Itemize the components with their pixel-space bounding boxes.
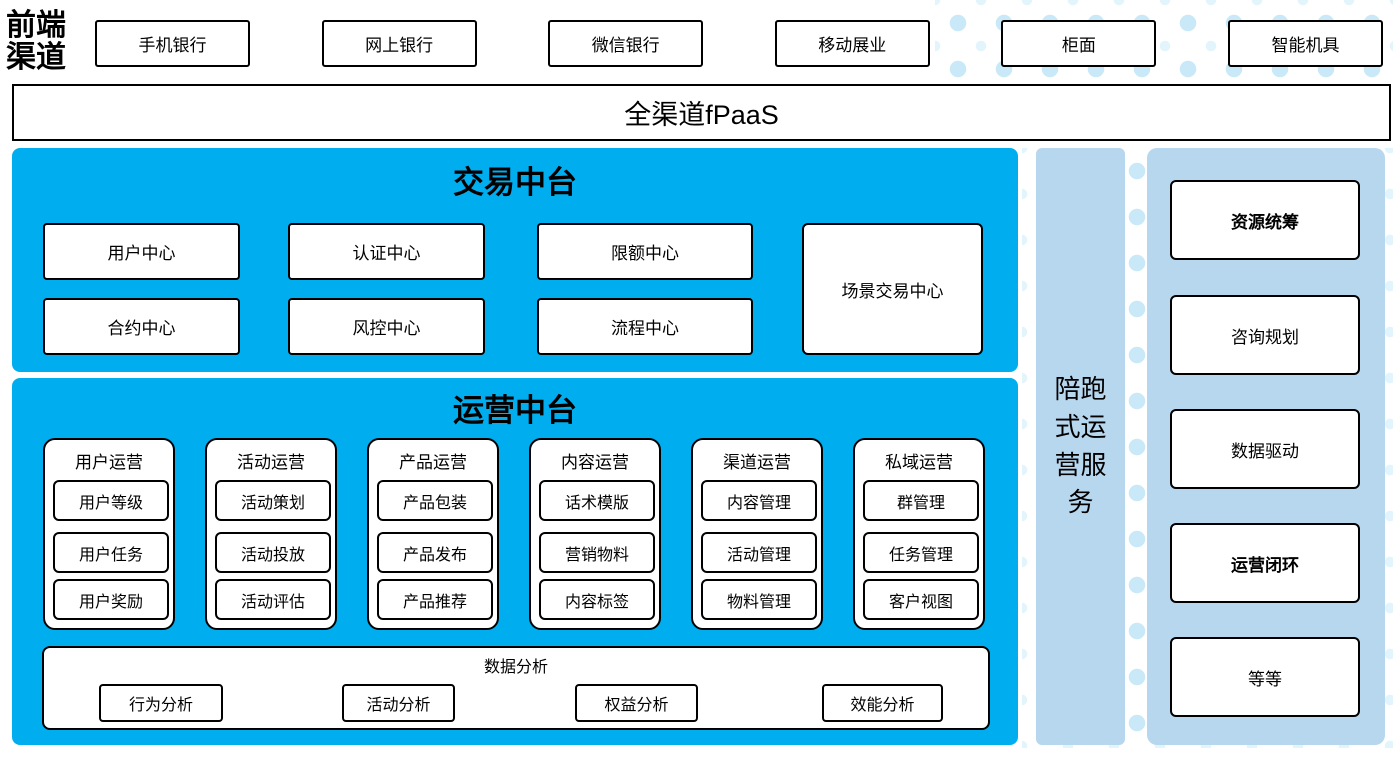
analysis-item-efficiency: 效能分析 (822, 684, 943, 722)
operation-column-product: 产品运营 产品包装 产品发布 产品推荐 (367, 438, 499, 630)
column-item: 产品发布 (377, 532, 493, 573)
transaction-platform-section: 交易中台 用户中心 认证中心 限额中心 合约中心 风控中心 流程中心 场景交易中… (12, 148, 1018, 372)
fpaas-bar: 全渠道fPaaS (12, 84, 1391, 141)
operation-platform-title: 运营中台 (453, 393, 577, 429)
channel-row: 手机银行 网上银行 微信银行 移动展业 柜面 智能机具 (95, 20, 1383, 67)
services-panel: 资源统筹 咨询规划 数据驱动 运营闭环 等等 (1147, 148, 1385, 745)
companion-service-bar: 陪跑 式运 营服 务 (1036, 148, 1125, 745)
column-header: 私域运营 (885, 453, 953, 472)
column-item: 活动管理 (701, 532, 817, 573)
column-item: 客户视图 (863, 579, 979, 620)
operation-column-channel: 渠道运营 内容管理 活动管理 物料管理 (691, 438, 823, 630)
column-header: 渠道运营 (723, 453, 791, 472)
frontend-channels-label: 前端 渠道 (6, 8, 66, 75)
column-item: 产品包装 (377, 480, 493, 521)
column-header: 用户运营 (75, 453, 143, 472)
analysis-item-behavior: 行为分析 (99, 684, 223, 722)
operation-column-private-domain: 私域运营 群管理 任务管理 客户视图 (853, 438, 985, 630)
analysis-item-rights: 权益分析 (575, 684, 698, 722)
column-header: 内容运营 (561, 453, 629, 472)
center-box-user: 用户中心 (43, 223, 240, 280)
center-box-process: 流程中心 (537, 298, 753, 355)
operation-platform-section: 运营中台 用户运营 用户等级 用户任务 用户奖励 活动运营 活动策划 活动投放 … (12, 378, 1018, 745)
channel-box-mobile-marketing: 移动展业 (774, 20, 930, 67)
column-item: 内容标签 (539, 579, 655, 620)
service-box-resource-planning: 资源统筹 (1170, 180, 1360, 260)
data-analysis-panel: 数据分析 行为分析 活动分析 权益分析 效能分析 (42, 646, 990, 730)
column-item: 活动评估 (215, 579, 331, 620)
service-box-operation-loop: 运营闭环 (1170, 523, 1360, 603)
column-item: 群管理 (863, 480, 979, 521)
column-item: 活动投放 (215, 532, 331, 573)
transaction-platform-title: 交易中台 (453, 165, 577, 201)
column-item: 物料管理 (701, 579, 817, 620)
column-item: 话术模版 (539, 480, 655, 521)
column-item: 活动策划 (215, 480, 331, 521)
companion-service-label: 陪跑 式运 营服 务 (1054, 374, 1107, 518)
center-box-auth: 认证中心 (288, 223, 485, 280)
column-item: 内容管理 (701, 480, 817, 521)
channel-box-smart-devices: 智能机具 (1227, 20, 1383, 67)
channel-box-mobile-banking: 手机银行 (95, 20, 250, 67)
center-box-limit: 限额中心 (537, 223, 753, 280)
scene-transaction-center-box: 场景交易中心 (802, 223, 983, 355)
column-header: 产品运营 (399, 453, 467, 472)
center-box-contract: 合约中心 (43, 298, 240, 355)
analysis-item-activity: 活动分析 (342, 684, 455, 722)
column-item: 任务管理 (863, 532, 979, 573)
channel-box-online-banking: 网上银行 (321, 20, 477, 67)
service-box-data-driven: 数据驱动 (1170, 409, 1360, 489)
service-box-consulting: 咨询规划 (1170, 295, 1360, 375)
service-box-etc: 等等 (1170, 637, 1360, 717)
column-item: 用户等级 (53, 480, 169, 521)
column-header: 活动运营 (237, 453, 305, 472)
center-box-risk: 风控中心 (288, 298, 485, 355)
operation-column-user: 用户运营 用户等级 用户任务 用户奖励 (43, 438, 175, 630)
column-item: 用户奖励 (53, 579, 169, 620)
channel-box-wechat-banking: 微信银行 (548, 20, 704, 67)
data-analysis-title: 数据分析 (483, 659, 548, 676)
column-item: 产品推荐 (377, 579, 493, 620)
operation-column-content: 内容运营 话术模版 营销物料 内容标签 (529, 438, 661, 630)
column-item: 营销物料 (539, 532, 655, 573)
channel-box-counter: 柜面 (1001, 20, 1157, 67)
operation-column-activity: 活动运营 活动策划 活动投放 活动评估 (205, 438, 337, 630)
column-item: 用户任务 (53, 532, 169, 573)
